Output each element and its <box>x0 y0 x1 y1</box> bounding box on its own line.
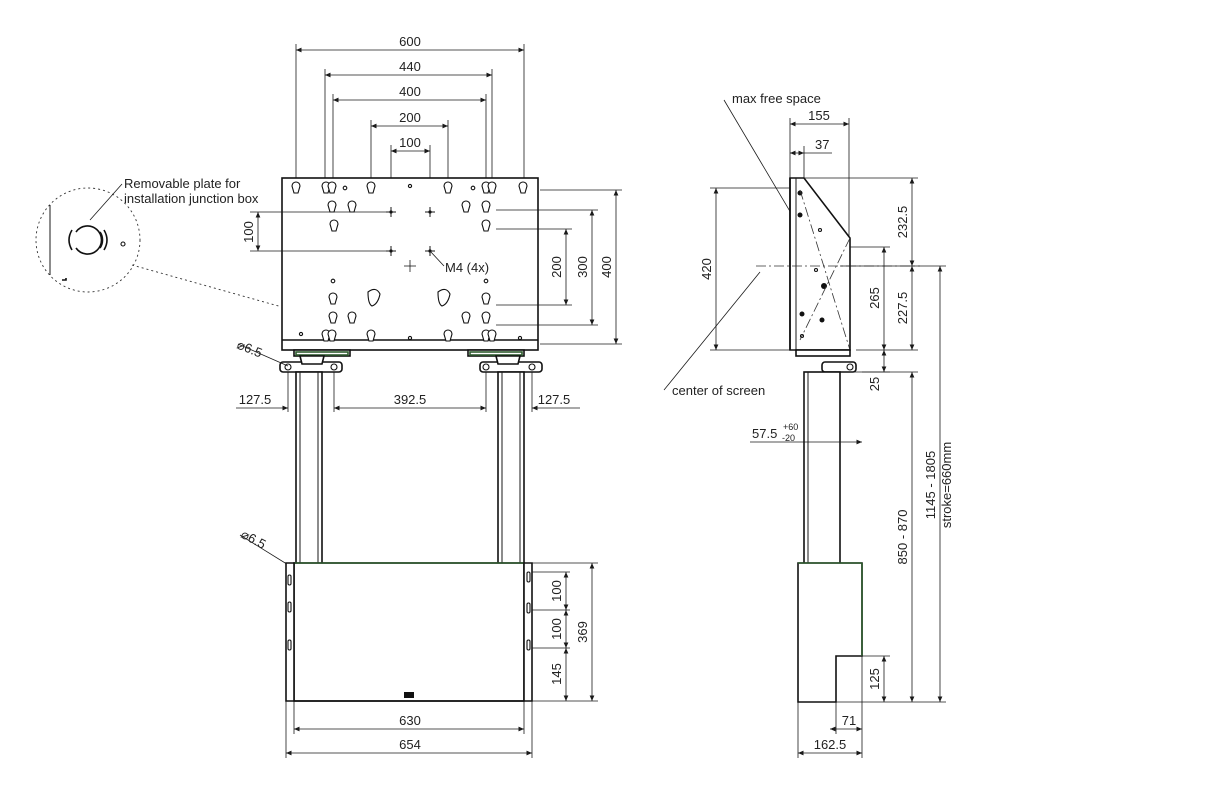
box-630-label: 630 <box>399 713 421 728</box>
side-bracket <box>789 177 857 373</box>
dim-600-label: 600 <box>399 34 421 49</box>
dim-232-5-label: 232.5 <box>895 206 910 239</box>
plate-holes <box>291 181 528 342</box>
side-height-dims: 850 - 870 1145 - 1805 stroke=660mm 125 <box>836 265 954 703</box>
base-box <box>285 562 533 702</box>
upper-brackets <box>279 349 543 373</box>
tol-minus-label: -20 <box>782 433 795 443</box>
dim-227-5-label: 227.5 <box>895 292 910 325</box>
dim-100-label: 100 <box>399 135 421 150</box>
width-dimensions: 600 440 400 200 100 <box>295 34 525 210</box>
dim-200-label: 200 <box>399 110 421 125</box>
dim-71-label: 71 <box>842 713 856 728</box>
max-free-space-label: max free space <box>732 91 821 106</box>
side-view: max free space 155 37 <box>663 91 954 758</box>
dim-420-label: 420 <box>699 258 714 280</box>
m4-leader <box>429 250 445 267</box>
dim-162-5-label: 162.5 <box>814 737 847 752</box>
front-view: 600 440 400 200 100 <box>35 34 622 758</box>
spacing-left-label: 127.5 <box>239 392 272 407</box>
dim-left-100-label: 100 <box>241 221 256 243</box>
center-of-screen-label: center of screen <box>672 383 765 398</box>
dim-265-label: 265 <box>867 287 882 309</box>
dim-25-label: 25 <box>867 377 882 391</box>
side-bottom-dims: 71 162.5 <box>797 656 863 758</box>
center-screen-leader <box>663 271 761 391</box>
dim-57-5-label: 57.5 <box>752 426 777 441</box>
detail-removable-plate: Removable plate for installation junctio… <box>35 176 283 308</box>
box-100a-label: 100 <box>549 580 564 602</box>
lift-columns <box>295 371 525 565</box>
dim-200-height-label: 200 <box>549 256 564 278</box>
m4-label: M4 (4x) <box>445 260 489 275</box>
box-369-label: 369 <box>575 621 590 643</box>
stroke-label: stroke=660mm <box>939 442 954 528</box>
plate-callout-line2: installation junction box <box>124 191 259 206</box>
dia-top-leader <box>237 343 289 367</box>
column-spacing-dims: 127.5 392.5 127.5 <box>236 372 580 412</box>
plate-callout-line1: Removable plate for <box>124 176 241 191</box>
dim-37-label: 37 <box>815 137 829 152</box>
dim-300-height-label: 300 <box>575 256 590 278</box>
dia-bottom-leader <box>239 534 291 567</box>
dim-440-label: 440 <box>399 59 421 74</box>
spacing-right-label: 127.5 <box>538 392 571 407</box>
dim-155-label: 155 <box>808 108 830 123</box>
box-145-label: 145 <box>549 663 564 685</box>
side-right-dims: 232.5 265 227.5 25 <box>804 177 918 391</box>
dim-400-height-label: 400 <box>599 256 614 278</box>
range-850-870-label: 850 - 870 <box>895 510 910 565</box>
box-100b-label: 100 <box>549 618 564 640</box>
range-1145-1805-label: 1145 - 1805 <box>923 451 938 519</box>
tol-plus-label: +60 <box>783 422 798 432</box>
side-column <box>803 371 841 565</box>
dia-top-label: ⌀6.5 <box>235 337 265 361</box>
dim-400-label: 400 <box>399 84 421 99</box>
side-base <box>797 562 863 703</box>
dim-125-label: 125 <box>867 668 882 690</box>
box-654-label: 654 <box>399 737 421 752</box>
base-box-dims: 100 100 145 369 630 654 <box>285 562 598 758</box>
spacing-middle-label: 392.5 <box>394 392 427 407</box>
dia-bottom-label: ⌀6.5 <box>239 526 269 551</box>
plate-height-dims: 100 200 300 400 <box>241 189 622 345</box>
